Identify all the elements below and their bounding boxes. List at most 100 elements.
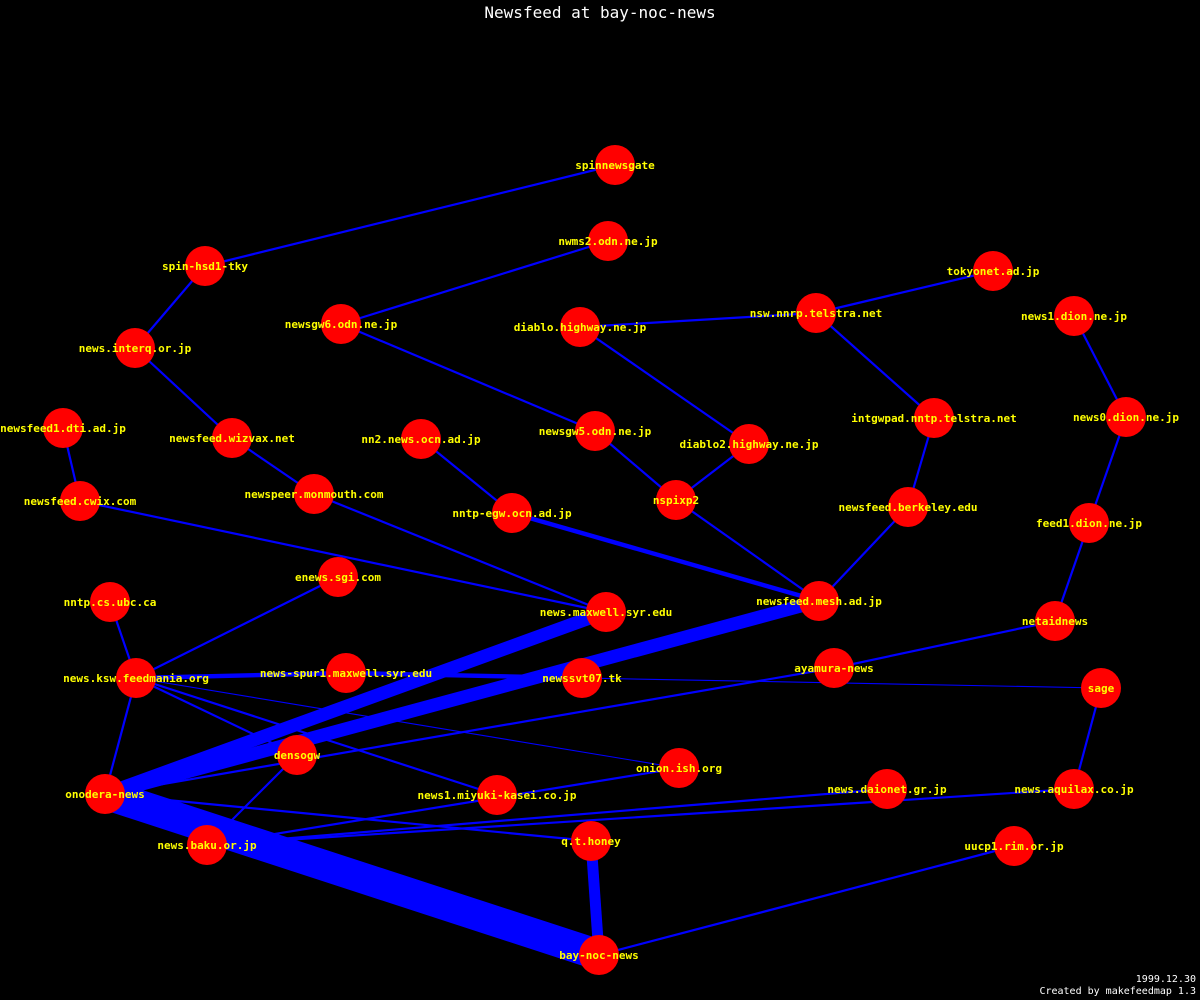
node-label-baku: news.baku.or.jp: [157, 839, 257, 852]
edge-ksw-to-spur1: [135, 670, 347, 681]
node-uucp1[interactable]: [994, 826, 1034, 866]
node-label-onion: onion.ish.org: [636, 762, 722, 775]
node-label-newssvt07: newssvt07.tk: [542, 672, 622, 685]
edge-nspixp2-to-mesh: [675, 499, 820, 602]
node-maxwell[interactable]: [586, 592, 626, 632]
node-label-miyuki: news1.miyuki-kasei.co.jp: [418, 789, 577, 802]
node-label-spur1: news-spur1.maxwell.syr.edu: [260, 667, 432, 680]
node-newsgw5[interactable]: [575, 411, 615, 451]
node-spin-hsd1[interactable]: [185, 246, 225, 286]
node-onion[interactable]: [659, 748, 699, 788]
node-nwms2[interactable]: [588, 221, 628, 261]
node-ayamura[interactable]: [814, 648, 854, 688]
node-newssvt07[interactable]: [562, 658, 602, 698]
node-label-ayamura: ayamura-news: [794, 662, 873, 675]
node-diablo2[interactable]: [729, 424, 769, 464]
edge-nntp-egw-to-mesh: [511, 510, 820, 604]
edge-aquilax-to-baku: [206, 787, 1075, 847]
node-label-interq: news.interq.or.jp: [79, 342, 192, 355]
node-tokyonet[interactable]: [973, 251, 1013, 291]
node-label-mesh: newsfeed.mesh.ad.jp: [756, 595, 882, 608]
edge-onodera-to-bay-noc: [100, 779, 604, 970]
edge-ayamura-to-onodera: [104, 666, 835, 796]
node-label-q-t-honey: q.t.honey: [561, 835, 621, 848]
node-label-ksw: news.ksw.feedmania.org: [63, 672, 209, 685]
edge-spinnewsgate-to-spin-hsd1: [204, 163, 616, 268]
edge-daionet-to-baku: [206, 787, 888, 847]
node-wizvax[interactable]: [212, 418, 252, 458]
node-label-netaidnews: netaidnews: [1022, 615, 1088, 628]
node-layer: [43, 145, 1146, 975]
node-label-newsgw6: newsgw6.odn.ne.jp: [285, 318, 398, 331]
node-netaidnews[interactable]: [1035, 601, 1075, 641]
edge-cwix-to-maxwell: [79, 499, 607, 614]
node-densogw[interactable]: [277, 735, 317, 775]
node-ubc[interactable]: [90, 582, 130, 622]
node-label-enews-sgi: enews.sgi.com: [295, 571, 381, 584]
node-diablo[interactable]: [560, 307, 600, 347]
node-mesh[interactable]: [799, 581, 839, 621]
node-sage[interactable]: [1081, 668, 1121, 708]
node-aquilax[interactable]: [1054, 769, 1094, 809]
node-label-densogw: densogw: [274, 749, 321, 762]
node-label-newsgw5: newsgw5.odn.ne.jp: [539, 425, 652, 438]
node-label-news0-dion: news0.dion.ne.jp: [1073, 411, 1179, 424]
node-news1-dion[interactable]: [1054, 296, 1094, 336]
node-feed1-dion[interactable]: [1069, 503, 1109, 543]
node-cwix[interactable]: [60, 481, 100, 521]
edge-ksw-to-densogw: [135, 677, 298, 756]
footer-date: 1999.12.30: [1135, 974, 1196, 985]
edge-netaidnews-to-ayamura: [833, 619, 1056, 670]
edge-diablo-to-diablo2: [579, 326, 750, 445]
node-interq[interactable]: [115, 328, 155, 368]
node-label-spin-hsd1: spin-hsd1-tky: [162, 260, 248, 273]
edge-ksw-to-onodera: [103, 677, 138, 795]
node-label-monmouth: newspeer.monmouth.com: [244, 488, 383, 501]
node-news0-dion[interactable]: [1106, 397, 1146, 437]
node-bay-noc[interactable]: [579, 935, 619, 975]
node-label-maxwell: news.maxwell.syr.edu: [540, 606, 672, 619]
edge-uucp1-to-bay-noc: [598, 844, 1015, 957]
node-berkeley[interactable]: [888, 487, 928, 527]
node-label-nn2-ocn: nn2.news.ocn.ad.jp: [361, 433, 481, 446]
node-label-diablo2: diablo2.highway.ne.jp: [679, 438, 818, 451]
node-label-nntp-egw: nntp-egw.ocn.ad.jp: [452, 507, 572, 520]
node-baku[interactable]: [187, 825, 227, 865]
edge-berkeley-to-mesh: [818, 506, 909, 602]
label-layer: spinnewsgatenwms2.odn.ne.jpspin-hsd1-tky…: [0, 159, 1179, 962]
edge-interq-to-wizvax: [134, 347, 233, 439]
node-enews-sgi[interactable]: [318, 557, 358, 597]
node-nntp-egw[interactable]: [492, 493, 532, 533]
node-spinnewsgate[interactable]: [595, 145, 635, 185]
edge-maxwell-to-onodera: [102, 605, 609, 801]
edge-nsw-nnrp-to-intgwpad: [815, 312, 935, 419]
node-nsw-nnrp[interactable]: [796, 293, 836, 333]
node-ksw[interactable]: [116, 658, 156, 698]
node-label-berkeley: newsfeed.berkeley.edu: [838, 501, 977, 514]
footer-credit: Created by makefeedmap 1.3: [1039, 986, 1196, 997]
node-label-news1-dion: news1.dion.ne.jp: [1021, 310, 1127, 323]
edge-enews-sgi-to-ksw: [135, 576, 339, 679]
footer: 1999.12.30 Created by makefeedmap 1.3: [1039, 974, 1196, 998]
node-daionet[interactable]: [867, 769, 907, 809]
edge-monmouth-to-maxwell: [313, 492, 607, 614]
node-label-uucp1: uucp1.rim.or.jp: [964, 840, 1064, 853]
node-nspixp2[interactable]: [656, 480, 696, 520]
node-monmouth[interactable]: [294, 474, 334, 514]
node-label-nsw-nnrp: nsw.nnrp.telstra.net: [750, 307, 882, 320]
node-newsgw6[interactable]: [321, 304, 361, 344]
node-label-aquilax: news.aquilax.co.jp: [1014, 783, 1134, 796]
node-label-feed1-dion: feed1.dion.ne.jp: [1036, 517, 1142, 530]
node-intgwpad[interactable]: [914, 398, 954, 438]
edge-mesh-to-onodera: [103, 594, 821, 801]
node-onodera[interactable]: [85, 774, 125, 814]
node-miyuki[interactable]: [477, 775, 517, 815]
node-q-t-honey[interactable]: [571, 821, 611, 861]
node-label-ubc: nntp.cs.ubc.ca: [64, 596, 157, 609]
node-label-daionet: news.daionet.gr.jp: [827, 783, 947, 796]
node-label-intgwpad: intgwpad.nntp.telstra.net: [851, 412, 1017, 425]
edge-layer: [61, 163, 1128, 970]
node-spur1[interactable]: [326, 653, 366, 693]
node-nn2-ocn[interactable]: [401, 419, 441, 459]
node-dti[interactable]: [43, 408, 83, 448]
